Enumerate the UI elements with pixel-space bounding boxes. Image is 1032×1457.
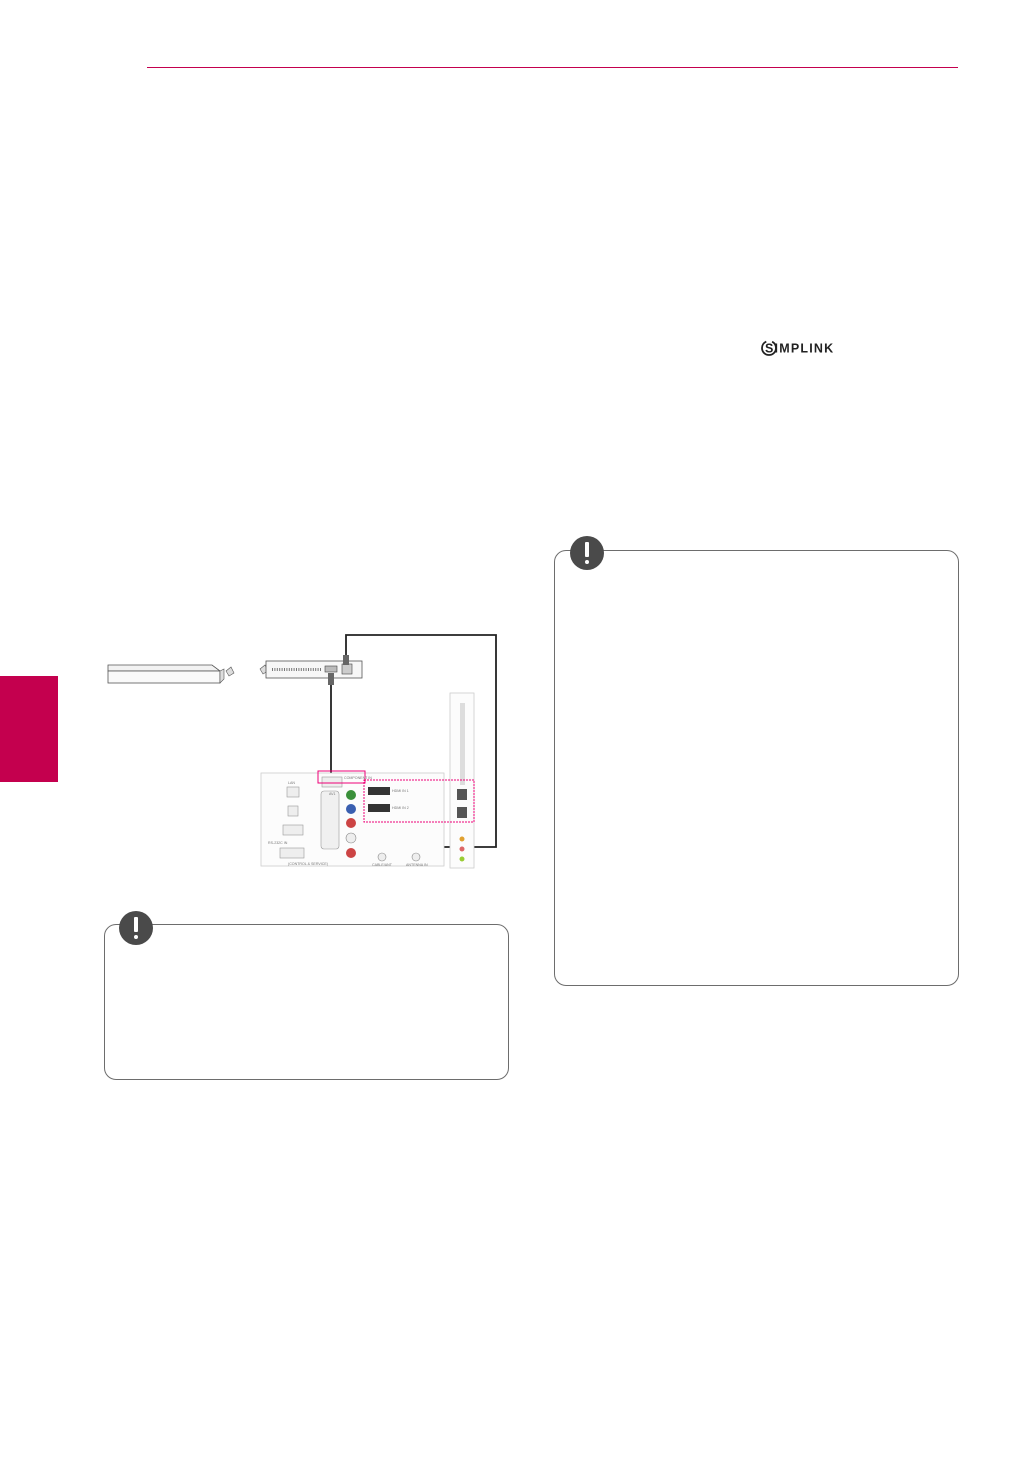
lan-port-label: LAN (288, 781, 295, 785)
exclamation-icon (570, 536, 604, 570)
simplink-logo-text: SIMPLINK (765, 342, 834, 356)
hdmi2-port-label: HDMI IN 2 (392, 806, 409, 810)
hdmi1-port-label: HDMI IN 1 (392, 789, 409, 793)
antenna-port-label: ANTENNA IN (406, 863, 428, 867)
av-port-label: AV1 (329, 792, 336, 796)
hdmi-connection-diagram: LAN AV1 COMPONENT IN HDMI IN 1 HDMI IN 2… (107, 634, 497, 869)
external-device-icon (107, 664, 225, 684)
component-port-label: COMPONENT IN (344, 776, 372, 780)
cable-port-label: CABLE/ANT (372, 863, 393, 867)
header-rule (147, 67, 958, 68)
simplink-logo: SIMPLINK (761, 340, 834, 356)
av-receiver-icon (265, 660, 363, 679)
exclamation-icon (119, 911, 153, 945)
tv-back-panel (260, 692, 475, 869)
chapter-side-tab (0, 676, 58, 782)
rs232c-port-label: RS-232C IN (268, 841, 288, 845)
note-box-left (104, 924, 509, 1080)
note-box-right (554, 550, 959, 986)
remote-icon (225, 666, 235, 677)
control-service-label: (CONTROL & SERVICE) (288, 862, 328, 866)
